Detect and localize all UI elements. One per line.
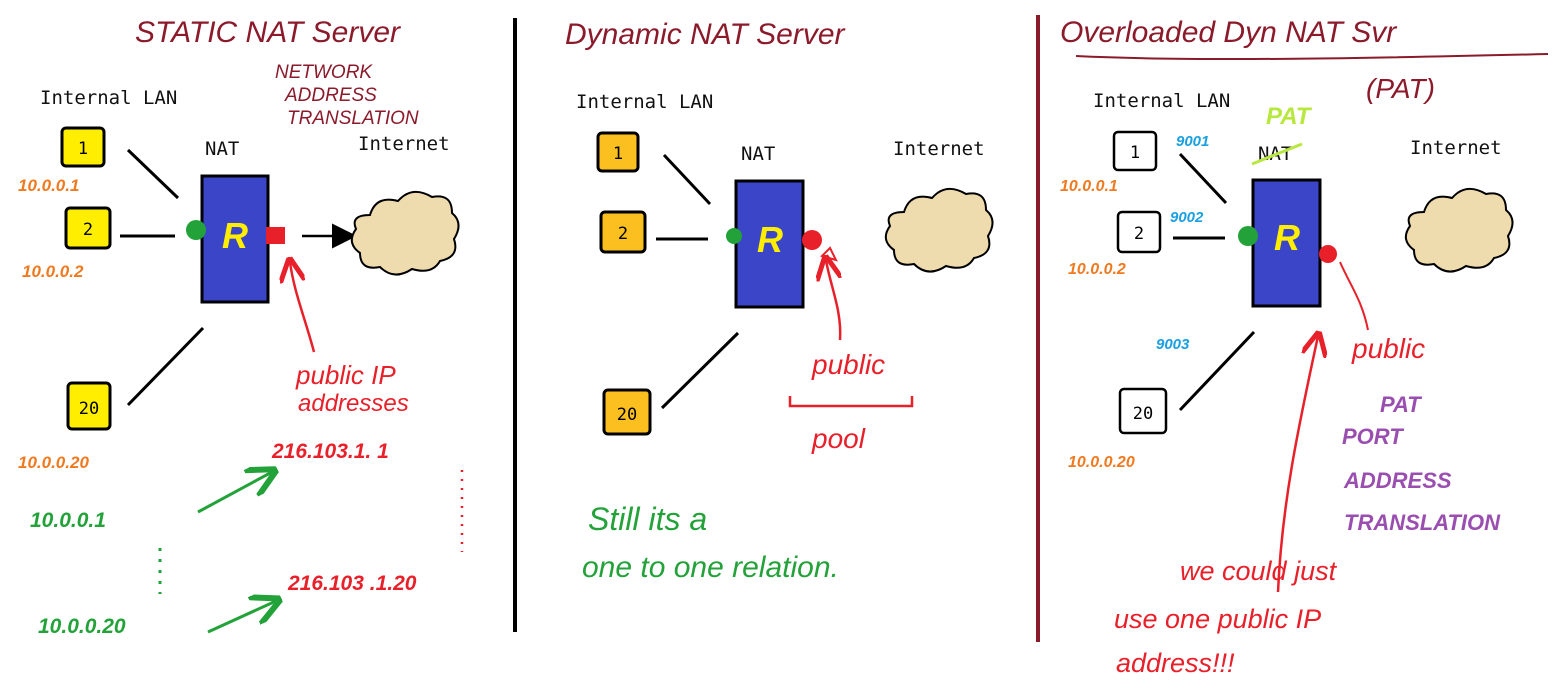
static-host-20-label: 20: [79, 399, 99, 419]
static-host-2: 2: [64, 206, 112, 250]
static-link-20: [126, 326, 205, 407]
pat-cloud-icon: [1404, 187, 1514, 273]
dynamic-public-arrow: [826, 260, 840, 341]
static-note-line-1: NETWORK: [275, 62, 373, 83]
static-cloud-icon: [350, 190, 460, 276]
dynamic-link-20: [660, 331, 740, 410]
pat-def-line-4: TRANSLATION: [1344, 510, 1501, 535]
static-router-letter: R: [222, 215, 248, 256]
dynamic-host-2: 2: [599, 210, 647, 254]
static-note-line-2: ADDRESS: [284, 85, 377, 106]
static-lan-label: Internal LAN: [40, 87, 177, 109]
pat-inside-port: [1238, 226, 1258, 246]
pat-host-2-label: 2: [1134, 224, 1144, 244]
dynamic-pool-label: pool: [811, 423, 866, 454]
pat-public-arrow: [1276, 336, 1318, 593]
pat-host-1-port: 9001: [1176, 133, 1209, 150]
pat-note: we could just use one public IP address!…: [1114, 556, 1338, 678]
static-map-arrow-2: [207, 601, 276, 634]
static-map-arrow-1: [197, 472, 272, 514]
panel-pat: Overloaded Dyn NAT Svr (PAT) Internal LA…: [1060, 16, 1549, 678]
static-map-private-2: 10.0.0.20: [38, 615, 126, 638]
dynamic-host-20: 20: [602, 388, 652, 436]
dynamic-public-label: public: [811, 349, 885, 380]
static-internet-label: Internet: [358, 133, 450, 155]
pat-note-line-3: address!!!: [1116, 648, 1235, 678]
dynamic-nat-label: NAT: [741, 143, 775, 165]
dynamic-lan-label: Internal LAN: [576, 91, 713, 113]
pat-host-1-ip: 10.0.0.1: [1060, 178, 1118, 195]
panel-dynamic-nat: Dynamic NAT Server Internal LAN NAT Inte…: [565, 18, 994, 584]
static-host-2-ip: 10.0.0.2: [22, 262, 84, 281]
pat-def-line-1: PAT: [1380, 392, 1422, 417]
static-note: NETWORK ADDRESS TRANSLATION: [275, 62, 419, 129]
static-public-ip-2: 216.103 .1.20: [287, 572, 417, 595]
static-outside-port: [266, 227, 285, 244]
dynamic-outside-port: [802, 230, 822, 250]
dynamic-title: Dynamic NAT Server: [565, 18, 846, 51]
dynamic-host-20-label: 20: [617, 405, 637, 425]
dynamic-pool-brace: [788, 396, 914, 408]
pat-title: Overloaded Dyn NAT Svr: [1060, 16, 1397, 49]
static-map-private-1: 10.0.0.1: [30, 509, 106, 532]
dynamic-note-line-1: Still its a: [588, 501, 707, 537]
static-public-note-1: public IP: [295, 360, 396, 390]
pat-lan-label: Internal LAN: [1093, 90, 1230, 112]
pat-port-link: [1339, 261, 1369, 331]
pat-host-2: 2: [1116, 210, 1162, 254]
static-host-1: 1: [60, 126, 106, 168]
pat-title-underline: [1075, 53, 1549, 61]
pat-host-20: 20: [1118, 387, 1168, 435]
pat-definition: PAT PORT ADDRESS TRANSLATION: [1342, 392, 1501, 535]
dynamic-router: [734, 179, 805, 309]
static-host-20-ip: 10.0.0.20: [18, 453, 89, 472]
dynamic-link-1: [662, 153, 712, 206]
dynamic-note-line-2: one to one relation.: [582, 551, 839, 584]
pat-note-line-2: use one public IP: [1114, 604, 1321, 634]
static-host-2-label: 2: [83, 220, 93, 240]
pat-def-line-2: PORT: [1342, 424, 1404, 449]
dynamic-host-2-label: 2: [618, 224, 628, 244]
static-nat-label: NAT: [205, 138, 239, 160]
static-host-1-ip: 10.0.0.1: [18, 176, 79, 195]
pat-link-1: [1178, 152, 1228, 205]
pat-host-20-port: 9003: [1156, 336, 1190, 353]
dynamic-internet-label: Internet: [893, 138, 985, 160]
dynamic-host-1: 1: [596, 131, 640, 173]
pat-router-letter: R: [1274, 217, 1300, 258]
pat-link-20: [1178, 330, 1256, 412]
pat-nat-overlay: PAT: [1266, 103, 1313, 130]
pat-host-2-ip: 10.0.0.2: [1068, 261, 1126, 278]
dynamic-port-mark: [820, 246, 838, 262]
dynamic-cloud-icon: [884, 187, 994, 273]
static-router: [200, 174, 270, 304]
pat-subtitle: (PAT): [1366, 73, 1435, 104]
dynamic-router-letter: R: [757, 219, 783, 260]
pat-host-1: 1: [1112, 130, 1158, 172]
static-public-ip-1: 216.103.1. 1: [271, 440, 389, 463]
static-link-1: [126, 148, 180, 200]
panel-static-nat: STATIC NAT Server NETWORK ADDRESS TRANSL…: [18, 16, 464, 638]
pat-router: [1251, 178, 1322, 308]
static-public-arrow: [290, 262, 316, 353]
static-host-20: 20: [66, 381, 112, 431]
static-title: STATIC NAT Server: [135, 16, 401, 49]
pat-public-label: public: [1351, 333, 1425, 364]
pat-internet-label: Internet: [1410, 137, 1502, 159]
static-host-1-label: 1: [78, 139, 88, 159]
pat-host-20-label: 20: [1133, 404, 1153, 424]
pat-note-line-1: we could just: [1180, 556, 1338, 586]
pat-host-2-port: 9002: [1170, 209, 1204, 226]
pat-outside-port: [1319, 245, 1337, 263]
pat-host-1-label: 1: [1130, 143, 1140, 163]
dynamic-inside-port: [726, 228, 742, 244]
pat-nat-strike: [1251, 142, 1303, 166]
static-inside-port: [186, 220, 206, 240]
static-public-note-2: addresses: [298, 390, 409, 417]
pat-host-20-ip: 10.0.0.20: [1068, 454, 1135, 471]
pat-def-line-3: ADDRESS: [1343, 468, 1452, 493]
static-note-line-3: TRANSLATION: [287, 108, 419, 129]
dynamic-host-1-label: 1: [613, 144, 623, 164]
